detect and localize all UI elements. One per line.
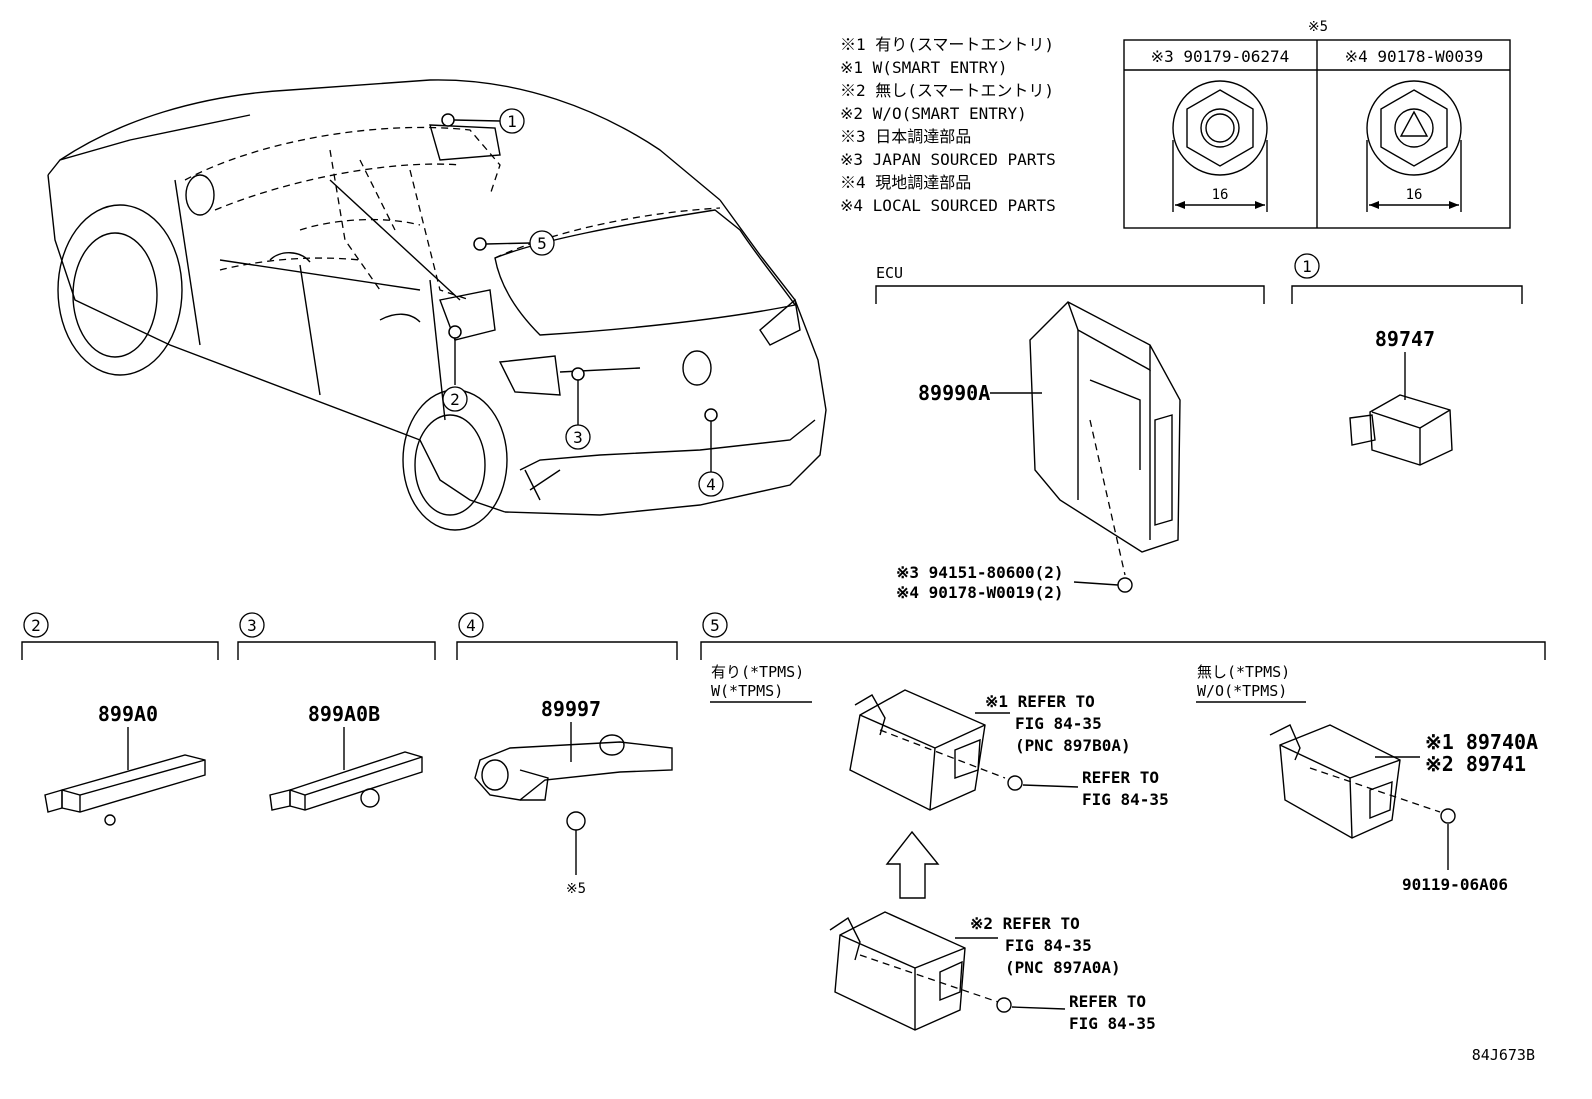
legend-item-3: ※2 無し(スマートエントリ) <box>840 81 1054 100</box>
group-4-part: 89997 <box>541 697 601 721</box>
callout-5: 5 <box>529 230 555 256</box>
ecu-part-number: 89990A <box>918 381 990 405</box>
upgrade-arrow <box>885 830 940 899</box>
diagram-code: 84J673B <box>1472 1046 1535 1064</box>
group-3-part: 899A0B <box>308 702 380 726</box>
nut-table-col1: ※3 90179-06274 <box>1151 47 1290 66</box>
nut-table: ※5 ※3 90179-06274 ※4 90178-W0039 16 <box>1123 19 1511 229</box>
svg-text:16: 16 <box>1212 187 1229 203</box>
callout-2: 2 <box>442 386 468 412</box>
svg-text:4: 4 <box>466 616 476 635</box>
ref-box-1-line1: ※1 REFER TO <box>985 692 1095 711</box>
group-4-note: ※5 <box>566 881 586 897</box>
legend-item-2: ※1 W(SMART ENTRY) <box>840 58 1008 77</box>
nut-table-col2: ※4 90178-W0039 <box>1345 47 1484 66</box>
legend: ※1 有り(スマートエントリ) ※1 W(SMART ENTRY) ※2 無し(… <box>840 35 1056 215</box>
without-tpms-jp: 無し(*TPMS) <box>1197 663 1290 681</box>
with-tpms-jp: 有り(*TPMS) <box>711 663 804 681</box>
group-3: 3 899A0B <box>237 612 436 811</box>
vehicle-illustration <box>47 79 827 531</box>
svg-text:3: 3 <box>247 616 257 635</box>
ref-box-2-line3: (PNC 897A0A) <box>1005 958 1121 977</box>
receiver-module-wo-smart-entry <box>829 911 1066 1031</box>
receiver-module-without-tpms <box>1269 724 1456 870</box>
bolt-part: 90119-06A06 <box>1402 875 1508 894</box>
svg-text:5: 5 <box>537 234 547 253</box>
group-2: 2 899A0 <box>21 612 219 826</box>
legend-item-8: ※4 LOCAL SOURCED PARTS <box>840 196 1056 215</box>
legend-item-7: ※4 現地調達部品 <box>840 173 971 192</box>
legend-item-1: ※1 有り(スマートエントリ) <box>840 35 1054 54</box>
ref-box-2-line2: FIG 84-35 <box>1005 936 1092 955</box>
legend-item-4: ※2 W/O(SMART ENTRY) <box>840 104 1027 123</box>
group-5: 5 有り(*TPMS) W(*TPMS) 無し(*TPMS) W/O(*TPMS… <box>700 612 1546 1033</box>
group-2-part: 899A0 <box>98 702 158 726</box>
legend-item-6: ※3 JAPAN SOURCED PARTS <box>840 150 1056 169</box>
module-part-2: ※2 89741 <box>1425 752 1526 776</box>
ecu-screw-jp: ※3 94151-80600(2) <box>896 563 1064 582</box>
svg-text:3: 3 <box>573 428 583 447</box>
svg-text:4: 4 <box>706 475 716 494</box>
ref-box-2-line1: ※2 REFER TO <box>970 914 1080 933</box>
ref-bolt-2-line2: FIG 84-35 <box>1069 1014 1156 1033</box>
with-tpms-en: W(*TPMS) <box>711 682 783 700</box>
svg-text:2: 2 <box>450 390 460 409</box>
svg-text:1: 1 <box>507 112 517 131</box>
svg-text:2: 2 <box>31 616 41 635</box>
nut-90178-W0039: 16 <box>1366 80 1462 212</box>
legend-item-5: ※3 日本調達部品 <box>840 127 971 146</box>
group-1-part: 89747 <box>1375 327 1435 351</box>
callout-3: 3 <box>565 424 591 450</box>
nut-table-title: ※5 <box>1308 19 1328 35</box>
ref-bolt-1-line2: FIG 84-35 <box>1082 790 1169 809</box>
group-1: 1 89747 <box>1291 253 1523 466</box>
svg-text:5: 5 <box>710 616 720 635</box>
svg-text:1: 1 <box>1302 257 1312 276</box>
ecu-label: ECU <box>876 264 903 282</box>
ref-bolt-1-line1: REFER TO <box>1082 768 1159 787</box>
svg-text:16: 16 <box>1406 187 1423 203</box>
without-tpms-en: W/O(*TPMS) <box>1197 682 1287 700</box>
receiver-module-with-tpms <box>849 689 1079 811</box>
callout-1: 1 <box>499 108 525 134</box>
group-4: 4 89997 ※5 <box>456 612 678 897</box>
ref-bolt-2-line1: REFER TO <box>1069 992 1146 1011</box>
nut-90179-06274: 16 <box>1172 80 1268 212</box>
ecu-screw-local: ※4 90178-W0019(2) <box>896 583 1064 602</box>
ref-box-1-line2: FIG 84-35 <box>1015 714 1102 733</box>
ecu-group: ECU 89990A ※3 94151-80600(2) ※4 90178-W0… <box>875 264 1265 602</box>
callout-4: 4 <box>698 471 724 497</box>
module-part-1: ※1 89740A <box>1425 730 1538 754</box>
ref-box-1-line3: (PNC 897B0A) <box>1015 736 1131 755</box>
